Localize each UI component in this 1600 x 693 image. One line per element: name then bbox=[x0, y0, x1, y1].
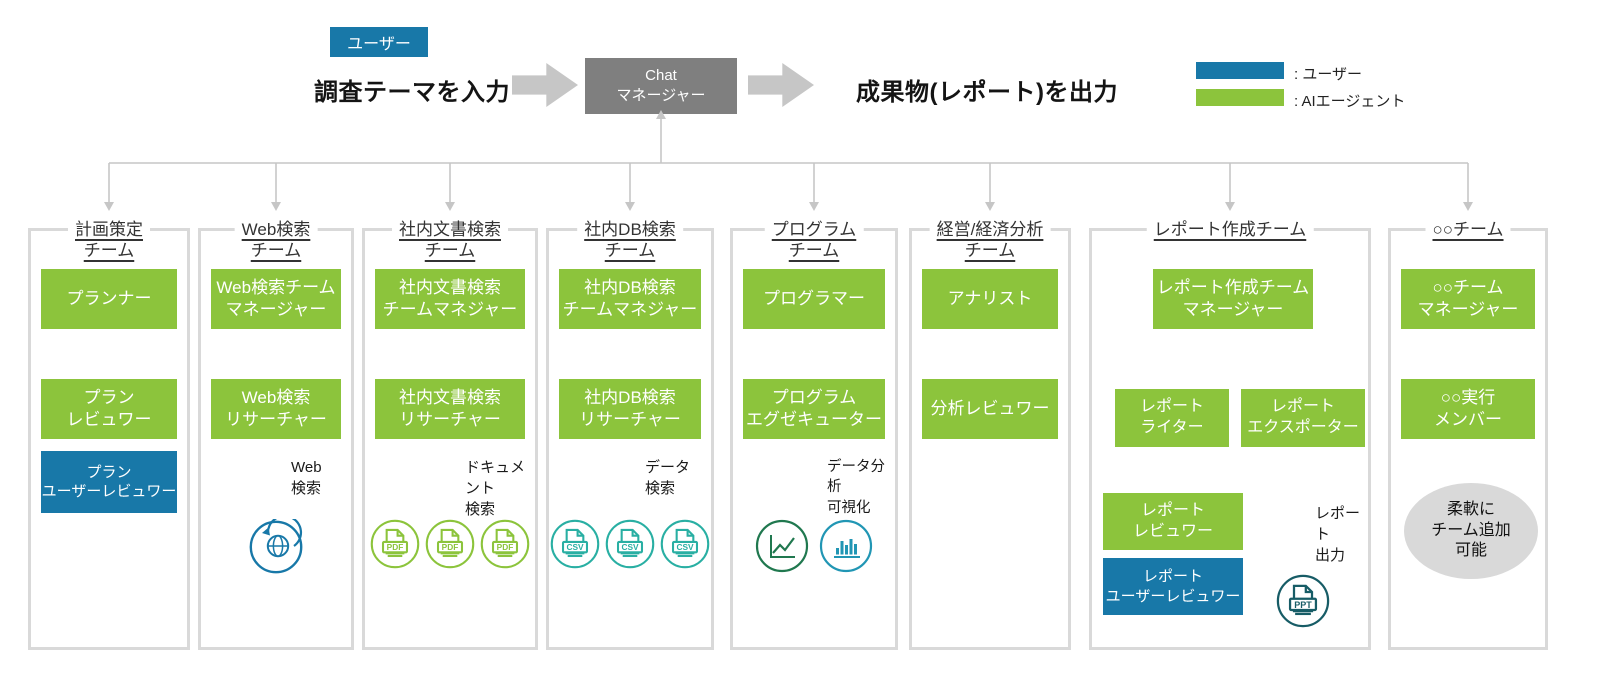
agent-box-report-reviewer: レポート レビュワー bbox=[1103, 493, 1243, 550]
ppt-file-icon: PPT bbox=[1276, 574, 1330, 628]
agent-box-analysis-reviewer: 分析レビュワー bbox=[922, 379, 1058, 439]
flow-tree-arrowheads bbox=[104, 110, 1473, 211]
agent-box-programmer: プログラマー bbox=[743, 269, 885, 329]
svg-text:PDF: PDF bbox=[497, 542, 514, 552]
tool-icons-row: CSV CSV CSV bbox=[549, 519, 711, 569]
csv-file-icon: CSV bbox=[660, 519, 710, 569]
team-title: Web検索 チーム bbox=[234, 219, 318, 262]
chat-manager-box: Chat マネージャー bbox=[585, 58, 737, 114]
legend-user-label: : ユーザー bbox=[1294, 66, 1363, 83]
agent-box-custom-member: ○○実行 メンバー bbox=[1401, 379, 1535, 439]
team-panel-program: プログラム チーム プログラマー プログラム エグゼキューター データ分析 可視… bbox=[730, 219, 898, 650]
pdf-file-icon: PDF bbox=[480, 519, 530, 569]
agent-box-doc-manager: 社内文書検索 チームマネジャー bbox=[375, 269, 525, 329]
team-panel-web-search: Web検索 チーム Web検索チーム マネージャー Web検索 リサーチャー W… bbox=[198, 219, 354, 650]
pdf-file-icon: PDF bbox=[370, 519, 420, 569]
team-title: 社内文書検索 チーム bbox=[392, 219, 508, 262]
csv-file-icon: CSV bbox=[605, 519, 655, 569]
user-chip: ユーザー bbox=[330, 27, 428, 57]
tool-icons-row bbox=[201, 519, 351, 575]
agent-box-program-executor: プログラム エグゼキューター bbox=[743, 379, 885, 439]
agent-box-report-writer: レポート ライター bbox=[1115, 389, 1229, 447]
tool-icons-row bbox=[733, 519, 895, 573]
agent-box-custom-manager: ○○チーム マネージャー bbox=[1401, 269, 1535, 329]
team-title: 社内DB検索 チーム bbox=[577, 219, 683, 262]
agent-box-planner: プランナー bbox=[41, 269, 177, 329]
agent-box-plan-reviewer: プラン レビュワー bbox=[41, 379, 177, 439]
svg-text:PDF: PDF bbox=[387, 542, 404, 552]
agent-box-db-manager: 社内DB検索 チームマネジャー bbox=[559, 269, 701, 329]
team-panel-doc-search: 社内文書検索 チーム 社内文書検索 チームマネジャー 社内文書検索 リサーチャー… bbox=[362, 219, 538, 650]
flow-arrow-right-icon bbox=[512, 63, 578, 107]
team-title: プログラム チーム bbox=[764, 219, 864, 262]
tool-label-data-viz: データ分析 可視化 bbox=[827, 459, 885, 516]
team-panel-planning: 計画策定 チーム プランナー プラン レビュワー プラン ユーザーレビュワー bbox=[28, 219, 190, 650]
legend-user-swatch bbox=[1196, 62, 1284, 79]
tool-label-web-search: Web 検索 bbox=[291, 459, 322, 497]
pdf-file-icon: PDF bbox=[425, 519, 475, 569]
agent-box-web-manager: Web検索チーム マネージャー bbox=[211, 269, 341, 329]
tool-icons-row: PDF PDF PDF bbox=[365, 519, 535, 569]
bar-chart-icon bbox=[819, 519, 873, 573]
user-box-plan-user-reviewer: プラン ユーザーレビュワー bbox=[41, 451, 177, 513]
tool-label-doc-search: ドキュメント 検索 bbox=[465, 459, 526, 518]
output-step-label: 成果物(レポート)を出力 bbox=[856, 79, 1118, 106]
input-step-label: 調査テーマを入力 bbox=[314, 79, 510, 106]
user-box-report-user-reviewer: レポート ユーザーレビュワー bbox=[1103, 558, 1243, 615]
svg-text:CSV: CSV bbox=[676, 542, 694, 552]
agent-box-web-researcher: Web検索 リサーチャー bbox=[211, 379, 341, 439]
tool-icons-row: PPT bbox=[1276, 574, 1330, 633]
team-title: 経営/経済分析 チーム bbox=[929, 219, 1051, 262]
team-panel-report: レポート作成チーム レポート作成チーム マネージャー レポート ライター レポー… bbox=[1089, 219, 1371, 650]
agent-box-report-exporter: レポート エクスポーター bbox=[1241, 389, 1365, 447]
line-chart-icon bbox=[755, 519, 809, 573]
flow-arrow-right-icon bbox=[748, 63, 814, 107]
svg-text:PDF: PDF bbox=[442, 542, 459, 552]
flexible-team-note: 柔軟に チーム追加 可能 bbox=[1404, 483, 1538, 579]
legend-agent-swatch bbox=[1196, 89, 1284, 106]
team-title: 計画策定 チーム bbox=[68, 219, 150, 262]
tool-label-report-output: レポート 出力 bbox=[1315, 505, 1361, 564]
globe-search-icon bbox=[249, 519, 303, 574]
tool-label-data-search: データ 検索 bbox=[645, 459, 691, 497]
team-panel-db-search: 社内DB検索 チーム 社内DB検索 チームマネジャー 社内DB検索 リサーチャー… bbox=[546, 219, 714, 650]
team-title: ○○チーム bbox=[1425, 219, 1511, 241]
svg-text:CSV: CSV bbox=[621, 542, 639, 552]
agent-box-report-manager: レポート作成チーム マネージャー bbox=[1153, 269, 1313, 329]
svg-text:PPT: PPT bbox=[1294, 600, 1312, 610]
team-title: レポート作成チーム bbox=[1146, 219, 1314, 241]
legend-agent-label: : AIエージェント bbox=[1294, 93, 1406, 110]
agent-box-analyst: アナリスト bbox=[922, 269, 1058, 329]
agent-box-doc-researcher: 社内文書検索 リサーチャー bbox=[375, 379, 525, 439]
team-panel-custom: ○○チーム ○○チーム マネージャー ○○実行 メンバー 柔軟に チーム追加 可… bbox=[1388, 219, 1548, 650]
flow-tree-lines bbox=[108, 118, 1469, 203]
csv-file-icon: CSV bbox=[550, 519, 600, 569]
team-panel-analysis: 経営/経済分析 チーム アナリスト 分析レビュワー bbox=[909, 219, 1071, 650]
svg-text:CSV: CSV bbox=[566, 542, 584, 552]
agent-box-db-researcher: 社内DB検索 リサーチャー bbox=[559, 379, 701, 439]
